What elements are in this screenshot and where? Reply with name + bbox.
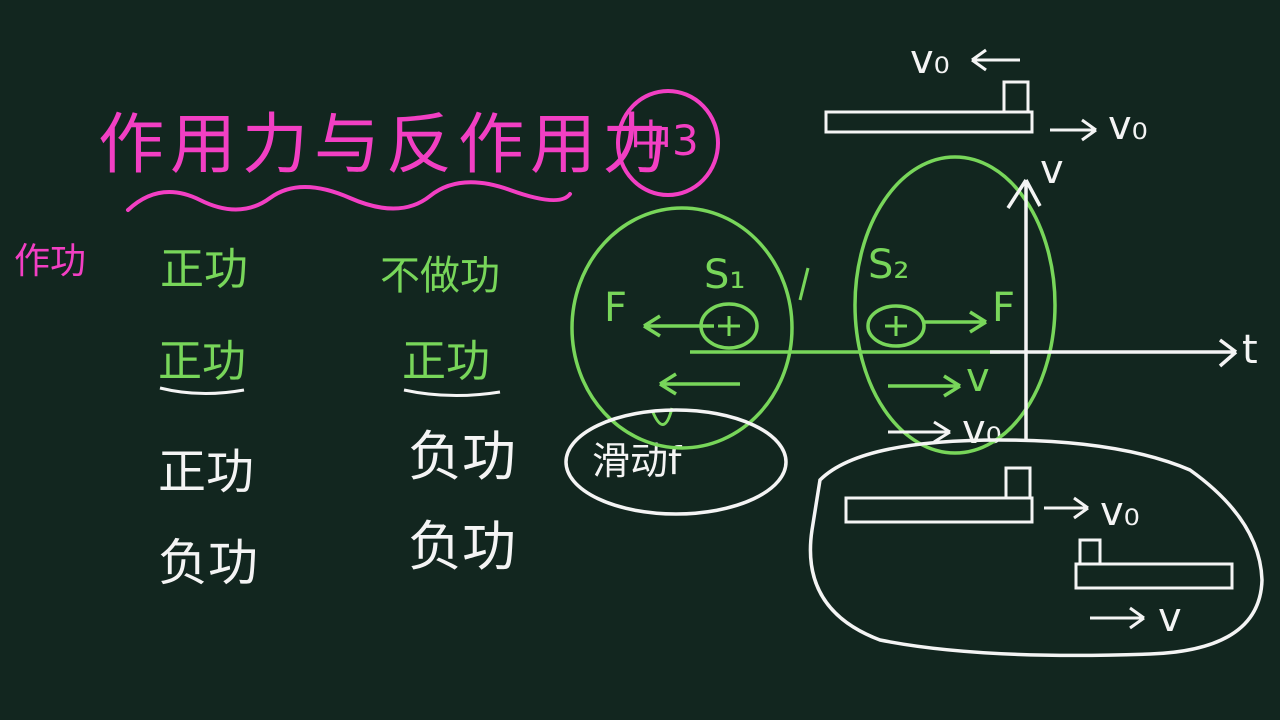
v-bottom-label: v: [1158, 595, 1182, 641]
top-left-arrow: [971, 48, 1020, 72]
col2-row2: 正功: [402, 336, 490, 387]
top-board: [824, 110, 1034, 134]
bottom-board: [1074, 562, 1234, 590]
v-axis-label: v: [1040, 147, 1064, 193]
s2-small-circle: [866, 304, 926, 348]
v-green-label: v: [966, 355, 990, 401]
middle-board: [844, 496, 1034, 524]
right-force-arrow: [924, 310, 987, 334]
col1-row1: 正功: [160, 244, 248, 295]
t-axis: [990, 338, 1238, 368]
v0-top-left-label: v₀: [910, 37, 950, 83]
bottom-arrow: [1090, 606, 1145, 630]
v0-arrow: [888, 420, 951, 444]
work-label: 作功: [14, 241, 87, 282]
displacement-s2-label: S₂: [868, 242, 910, 288]
s1-circle: [570, 206, 794, 450]
middle-arrow: [1044, 496, 1089, 520]
board-scenario-blob: [808, 438, 1264, 658]
v-axis: [1006, 179, 1042, 440]
title-text: 作用力与反作用力: [98, 106, 674, 183]
bottom-block: [1078, 538, 1102, 566]
friction-blob: [564, 408, 788, 516]
col1-row2: 正功: [158, 336, 246, 387]
col2-row1: 不做功: [380, 253, 500, 299]
top-block: [1002, 80, 1030, 114]
green-small-mark: [650, 407, 674, 426]
s2-circle: [853, 155, 1057, 455]
t-axis-label: t: [1242, 327, 1258, 373]
title-wavy-underline: [126, 180, 572, 212]
v0-top-right-label: v₀: [1108, 103, 1148, 149]
vertical-tick: [798, 267, 810, 301]
col1-row3: 正功: [158, 444, 255, 500]
force-right-label: F: [992, 285, 1016, 331]
left-motion-arrow: [659, 372, 740, 396]
col2-row3: 负功: [408, 425, 516, 488]
v0-mid-label: v₀: [1100, 489, 1140, 535]
middle-block: [1004, 466, 1032, 500]
force-left-label: F: [604, 285, 628, 331]
left-force-arrow: [643, 314, 714, 338]
title-circle-text: 中3: [630, 116, 699, 165]
title-circle: [616, 89, 720, 197]
v0-green-label: v₀: [962, 407, 1002, 453]
s2-plus-sign: [885, 316, 907, 336]
col1-row4: 负功: [158, 534, 258, 592]
col2-row2-underline: [403, 388, 501, 398]
right-motion-arrow: [888, 374, 961, 398]
top-right-arrow: [1050, 118, 1097, 142]
col2-row4: 负功: [408, 515, 516, 578]
displacement-s1-label: S₁: [704, 252, 746, 298]
s1-plus-sign: [718, 316, 740, 336]
col1-row2-underline: [159, 386, 245, 396]
